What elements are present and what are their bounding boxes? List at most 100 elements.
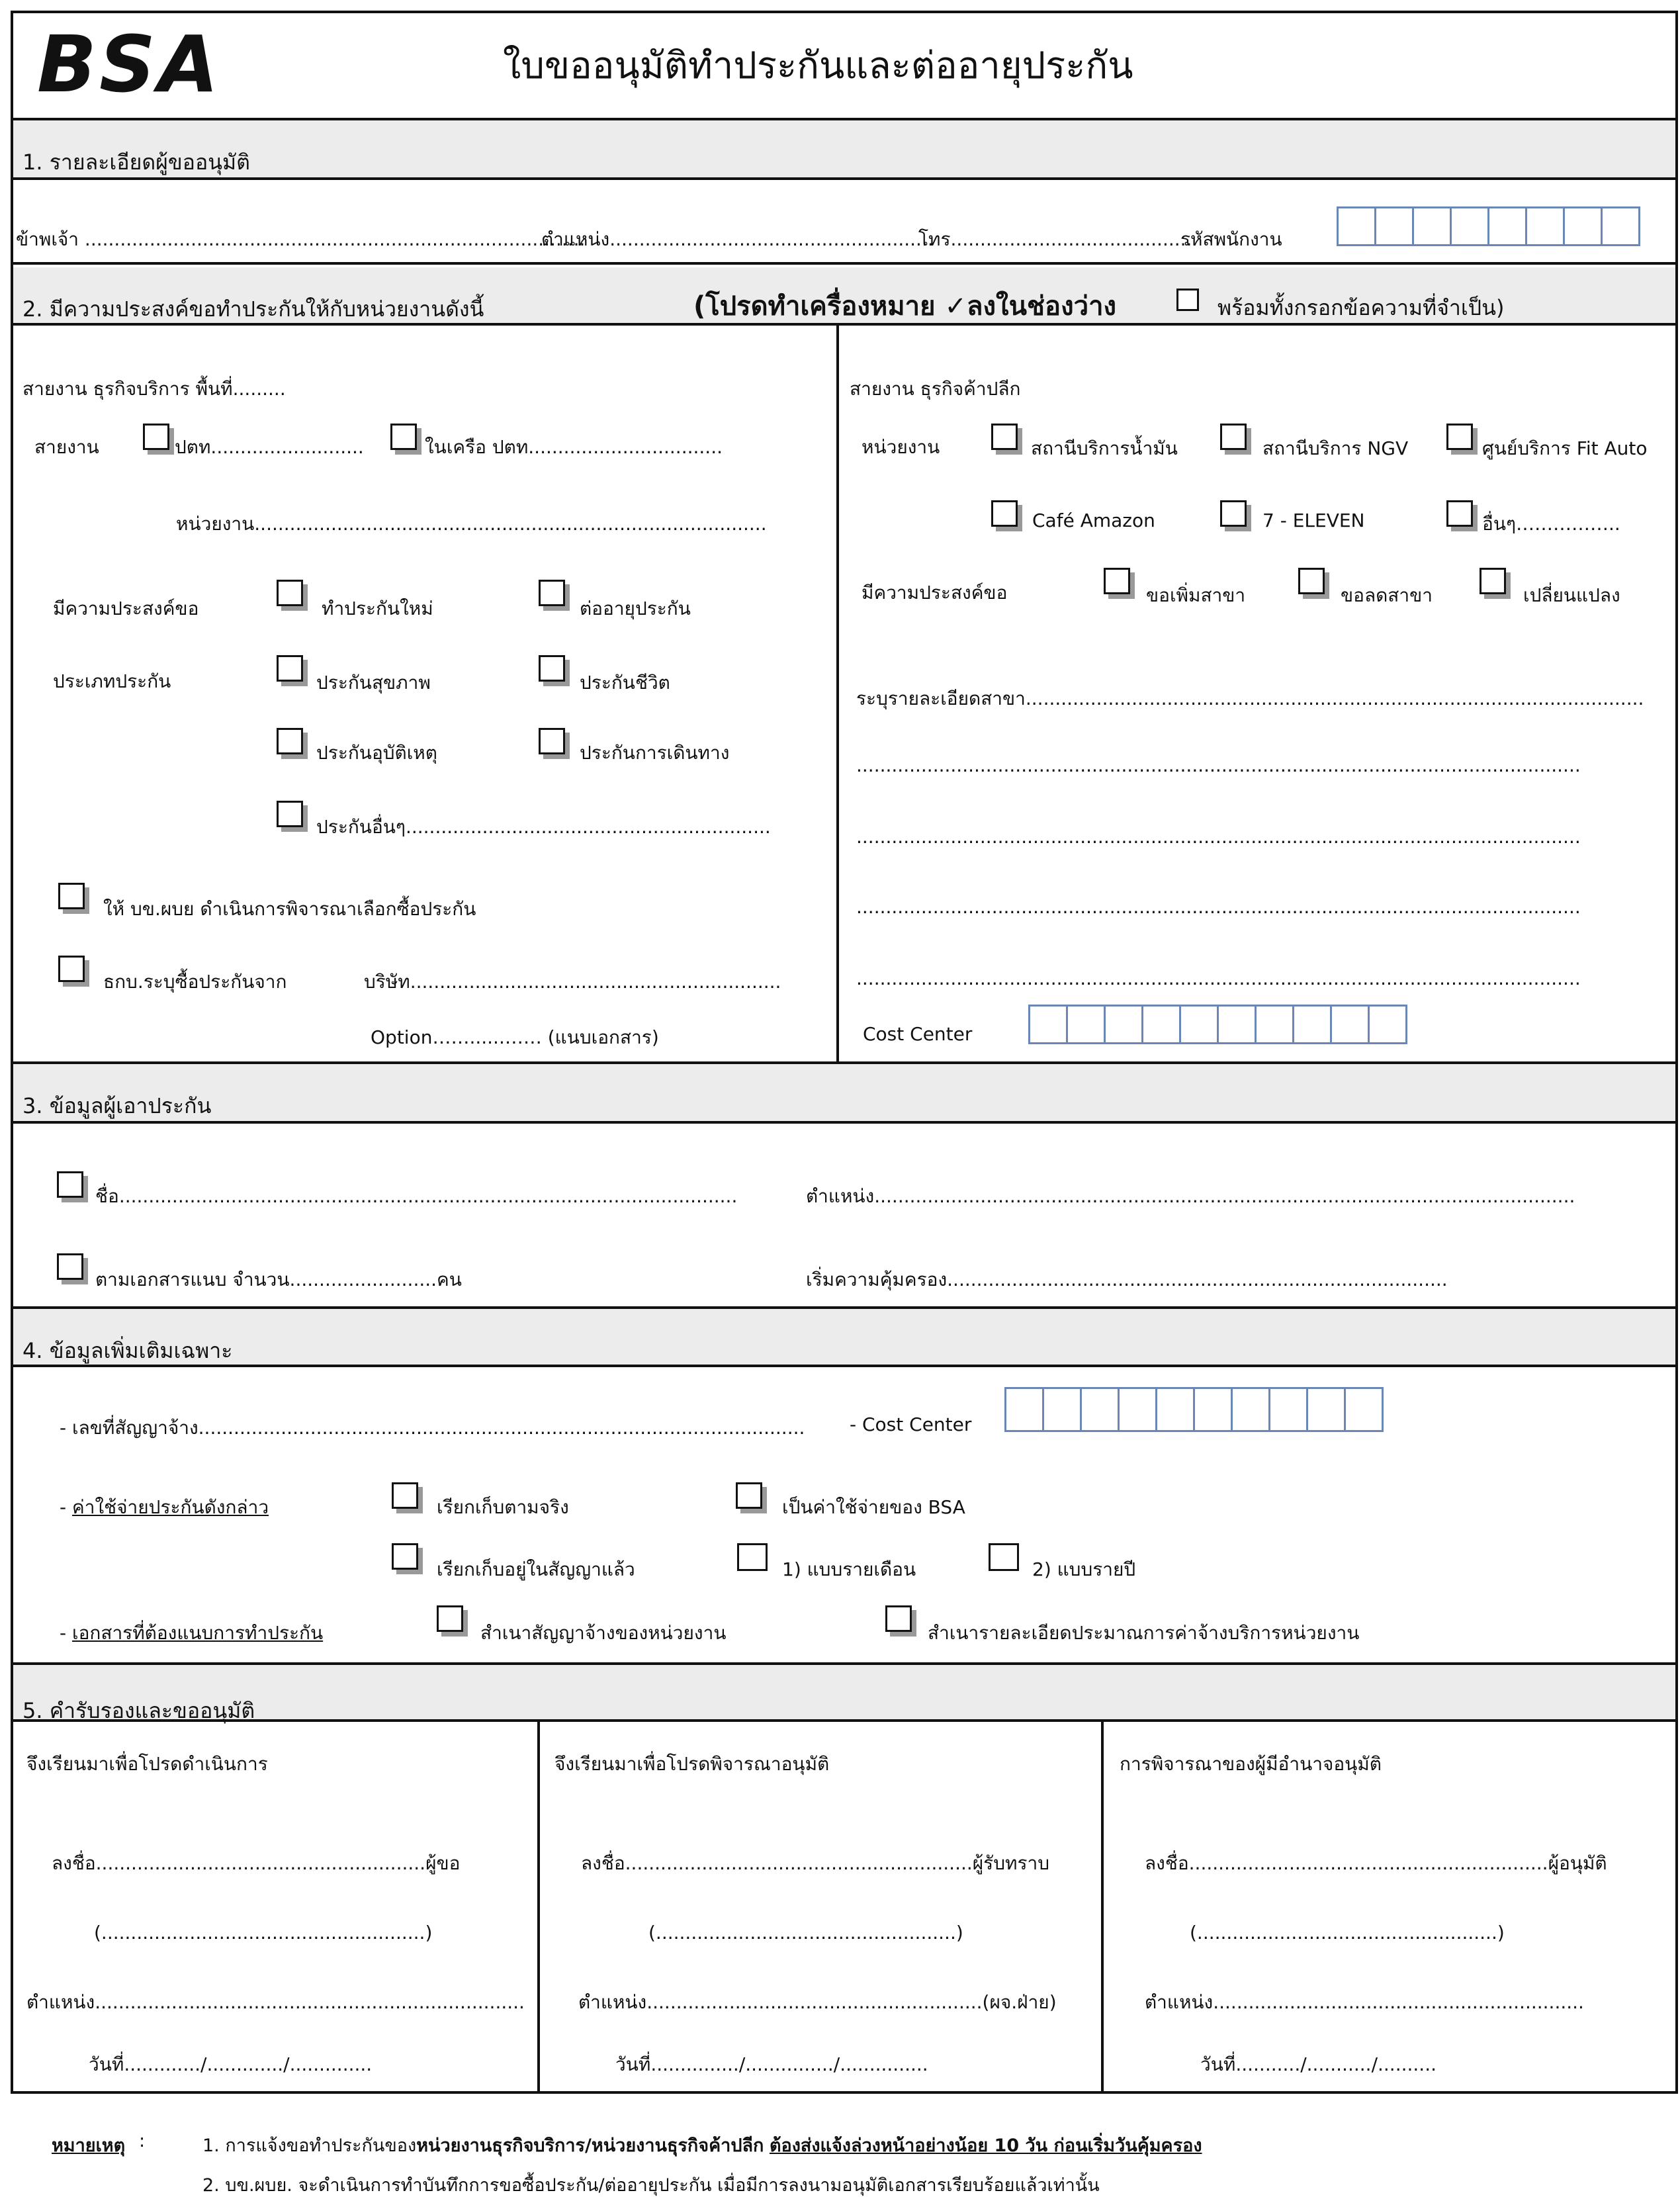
rule <box>11 118 1678 120</box>
acknowledger-date-field[interactable]: วันที่.............../.............../..… <box>615 2053 928 2075</box>
specify-insurer-checkbox[interactable] <box>58 956 85 982</box>
notes-label: หมายเหตุ <box>52 2135 126 2156</box>
requester-name-field[interactable]: ข้าพเจ้า ...............................… <box>16 228 586 250</box>
digit-box[interactable] <box>1374 206 1414 246</box>
life-checkbox[interactable] <box>539 655 565 682</box>
ptt-checkbox[interactable] <box>143 424 169 450</box>
other-insurance-checkbox[interactable] <box>277 801 303 827</box>
digit-box[interactable] <box>1525 206 1565 246</box>
monthly-checkbox[interactable] <box>737 1543 768 1571</box>
digit-box[interactable] <box>1231 1387 1270 1432</box>
other-insurance-field[interactable]: ประกันอื่นๆ.............................… <box>316 816 771 838</box>
insured-position-field[interactable]: ตำแหน่ง.................................… <box>806 1185 1575 1207</box>
charge-actual-checkbox[interactable] <box>392 1482 418 1509</box>
approver-position-field[interactable]: ตำแหน่ง.................................… <box>1145 1991 1584 2013</box>
branch-detail-field[interactable]: ระบุรายละเอียดสาขา......................… <box>856 688 1644 709</box>
approver-date-field[interactable]: วันที่.........../.........../.......... <box>1200 2053 1437 2075</box>
digit-box[interactable] <box>1080 1387 1120 1432</box>
option-field[interactable]: Option……......…… (แนบเอกสาร) <box>371 1026 659 1048</box>
renew-insurance-checkbox[interactable] <box>539 580 565 606</box>
contract-no-field[interactable]: - เลขที่สัญญาจ้าง.......................… <box>60 1417 805 1439</box>
cafe-amazon-checkbox[interactable] <box>991 500 1018 527</box>
divider <box>537 1719 540 2094</box>
digit-box[interactable] <box>1337 206 1376 246</box>
charge-contract-checkbox[interactable] <box>392 1543 418 1570</box>
digit-box[interactable] <box>1028 1005 1068 1044</box>
oil-station-checkbox[interactable] <box>991 424 1018 450</box>
digit-box[interactable] <box>1193 1387 1233 1432</box>
digit-box[interactable] <box>1066 1005 1106 1044</box>
digit-box[interactable] <box>1563 206 1603 246</box>
approver-printed-name-field[interactable]: (.......................................… <box>1190 1922 1505 1944</box>
other-retail-checkbox[interactable] <box>1446 500 1473 527</box>
digit-box[interactable] <box>1268 1387 1308 1432</box>
branch-detail-line[interactable]: ........................................… <box>856 896 1581 918</box>
digit-box[interactable] <box>1104 1005 1143 1044</box>
ptt-group-checkbox[interactable] <box>390 424 417 450</box>
insured-name-field[interactable]: ชื่อ....................................… <box>95 1185 738 1207</box>
insured-name-checkbox[interactable] <box>57 1171 83 1198</box>
coverage-start-field[interactable]: เริ่มความคุ้มครอง.......................… <box>806 1269 1448 1290</box>
digit-box[interactable] <box>1155 1387 1195 1432</box>
acknowledger-signature-field[interactable]: ลงชื่อ..................................… <box>581 1852 1049 1874</box>
estimate-copy-checkbox[interactable] <box>885 1605 912 1632</box>
yearly-label: 2) แบบรายปี <box>1032 1558 1136 1580</box>
add-branch-checkbox[interactable] <box>1104 568 1130 594</box>
contract-copy-checkbox[interactable] <box>437 1605 463 1632</box>
rule <box>11 262 1678 265</box>
fit-auto-checkbox[interactable] <box>1446 424 1473 450</box>
digit-box[interactable] <box>1412 206 1452 246</box>
requester-printed-name-field[interactable]: (.......................................… <box>94 1922 433 1944</box>
accident-checkbox[interactable] <box>277 728 303 754</box>
change-checkbox[interactable] <box>1480 568 1506 594</box>
docs-prefix: - <box>60 1622 73 1644</box>
requester-position-field[interactable]: ตำแหน่ง.................................… <box>541 228 934 250</box>
employee-id-boxes[interactable] <box>1337 206 1640 246</box>
digit-box[interactable] <box>1004 1387 1044 1432</box>
life-label: ประกันชีวิต <box>580 672 670 694</box>
seven-eleven-checkbox[interactable] <box>1220 500 1247 527</box>
digit-box[interactable] <box>1368 1005 1407 1044</box>
digit-box[interactable] <box>1042 1387 1082 1432</box>
ngv-station-checkbox[interactable] <box>1220 424 1247 450</box>
let-company-choose-checkbox[interactable] <box>58 883 85 909</box>
digit-box[interactable] <box>1330 1005 1370 1044</box>
branch-detail-line[interactable]: ........................................… <box>856 967 1581 989</box>
digit-box[interactable] <box>1601 206 1640 246</box>
digit-box[interactable] <box>1217 1005 1257 1044</box>
bsa-expense-checkbox[interactable] <box>736 1482 762 1509</box>
attached-doc-checkbox[interactable] <box>57 1253 83 1280</box>
requester-signature-field[interactable]: ลงชื่อ..................................… <box>52 1852 461 1874</box>
digit-box[interactable] <box>1255 1005 1294 1044</box>
acknowledger-position-field[interactable]: ตำแหน่ง.................................… <box>578 1991 1057 2013</box>
new-insurance-checkbox[interactable] <box>277 580 303 606</box>
digit-box[interactable] <box>1487 206 1527 246</box>
approver-signature-field[interactable]: ลงชื่อ..................................… <box>1145 1852 1607 1874</box>
other-retail-field[interactable]: อื่นๆ…………….. <box>1482 513 1620 535</box>
branch-detail-line[interactable]: ........................................… <box>856 754 1581 776</box>
digit-box[interactable] <box>1118 1387 1157 1432</box>
yearly-checkbox[interactable] <box>989 1543 1019 1571</box>
requester-signoff-position-field[interactable]: ตำแหน่ง.................................… <box>26 1991 525 2013</box>
health-checkbox[interactable] <box>277 655 303 682</box>
acknowledger-printed-name-field[interactable]: (.......................................… <box>648 1922 963 1944</box>
unit-field[interactable]: หน่วยงาน................................… <box>176 513 767 535</box>
digit-box[interactable] <box>1306 1387 1346 1432</box>
retail-line-title: สายงาน ธุรกิจค้าปลีก <box>850 378 1021 400</box>
cost-center-boxes[interactable] <box>1004 1387 1384 1432</box>
digit-box[interactable] <box>1292 1005 1332 1044</box>
digit-box[interactable] <box>1450 206 1489 246</box>
requester-date-field[interactable]: วันที่............./............./......… <box>89 2053 373 2075</box>
branch-detail-line[interactable]: ........................................… <box>856 826 1581 848</box>
attached-count-field[interactable]: ตามเอกสารแนบ จำนวน......................… <box>95 1269 462 1290</box>
retail-cost-center-boxes[interactable] <box>1028 1005 1407 1044</box>
reduce-branch-checkbox[interactable] <box>1298 568 1325 594</box>
digit-box[interactable] <box>1179 1005 1219 1044</box>
add-branch-label: ขอเพิ่มสาขา <box>1146 584 1246 606</box>
travel-checkbox[interactable] <box>539 728 565 754</box>
requester-phone-field[interactable]: โทร.....................................… <box>918 228 1192 250</box>
digit-box[interactable] <box>1141 1005 1181 1044</box>
section-2-instruction-tail: พร้อมทั้งกรอกข้อความที่จำเป็น) <box>1217 295 1505 320</box>
digit-box[interactable] <box>1344 1387 1384 1432</box>
insurer-company-field[interactable]: บริษัท..................................… <box>364 971 781 993</box>
